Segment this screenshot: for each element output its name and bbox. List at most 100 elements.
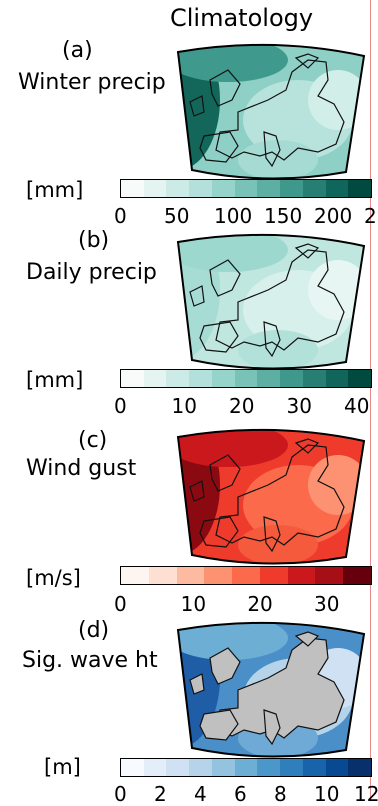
panel-b-title: Daily precip xyxy=(26,260,157,285)
colorbar-segment xyxy=(176,567,205,584)
colorbar-segment xyxy=(234,759,258,776)
coastline xyxy=(189,480,205,502)
colorbar-segment xyxy=(211,370,235,387)
map-frame xyxy=(176,621,366,758)
coastline xyxy=(189,285,205,307)
colorbar-segment xyxy=(280,180,303,197)
coastline xyxy=(199,516,239,548)
map-south-field xyxy=(238,525,318,564)
colorbar-segment xyxy=(189,370,212,387)
colorbar-segment xyxy=(315,567,344,584)
coastline xyxy=(215,59,345,161)
colorbar-segment xyxy=(259,567,288,584)
colorbar-tick-label: 12 xyxy=(354,782,378,806)
colorbar-tick-label: 30 xyxy=(314,592,340,616)
colorbar-tick-label: 20 xyxy=(229,394,255,418)
map-frame xyxy=(176,233,366,370)
colorbar-segment xyxy=(280,370,303,387)
coastline xyxy=(209,259,241,297)
coastline xyxy=(294,631,320,647)
colorbar-segment xyxy=(143,759,167,776)
coastline xyxy=(263,321,281,358)
coastline xyxy=(263,131,281,168)
coastline xyxy=(199,131,239,163)
coastline xyxy=(215,444,345,546)
map-field xyxy=(178,622,364,757)
colorbar-segment xyxy=(189,180,212,197)
colorbar-segment xyxy=(257,759,281,776)
colorbar-segment xyxy=(257,370,281,387)
colorbar-segment xyxy=(121,180,144,197)
colorbar-segment xyxy=(211,759,235,776)
colorbar-segment xyxy=(166,759,190,776)
colorbar-tick-label: 150 xyxy=(264,204,303,228)
coastline xyxy=(209,454,241,492)
colorbar-tick-label: 4 xyxy=(194,782,207,806)
colorbar-tick-label: 20 xyxy=(247,592,273,616)
panel-b-letter: (b) xyxy=(78,228,110,253)
colorbar-tick-label: 10 xyxy=(180,592,207,616)
coastline xyxy=(294,53,320,69)
panel-d-colorbar xyxy=(120,758,372,777)
coastline xyxy=(215,249,345,351)
panel-d-title: Sig. wave ht xyxy=(22,648,158,673)
colorbar-tick-label: 100 xyxy=(214,204,253,228)
colorbar-segment xyxy=(257,180,281,197)
colorbar-segment xyxy=(189,759,212,776)
colorbar-tick-label: 8 xyxy=(274,782,287,806)
coastline xyxy=(199,709,239,741)
map-east-field xyxy=(308,260,364,320)
panel-c-letter: (c) xyxy=(78,428,108,453)
colorbar-tick-label: 2 xyxy=(364,204,377,228)
panel-a-unit: [mm] xyxy=(26,178,84,202)
colorbar-segment xyxy=(143,180,167,197)
colorbar-segment xyxy=(280,759,303,776)
colorbar-tick-label: 30 xyxy=(286,394,312,418)
colorbar-segment xyxy=(325,370,349,387)
map-frame xyxy=(176,428,366,565)
colorbar-segment xyxy=(121,759,144,776)
panel-d-letter: (d) xyxy=(78,618,110,643)
colorbar-segment xyxy=(166,180,190,197)
colorbar-segment xyxy=(343,567,371,584)
map-east-field xyxy=(308,455,364,515)
panel-c-colorbar xyxy=(120,566,372,585)
colorbar-tick-label: 40 xyxy=(344,394,370,418)
colorbar-segment xyxy=(211,180,235,197)
coastline xyxy=(294,243,320,259)
panel-d-map xyxy=(176,621,366,758)
coastline xyxy=(189,95,205,117)
colorbar-segment xyxy=(166,370,190,387)
panel-b-map xyxy=(176,233,366,370)
map-east-field xyxy=(308,70,364,130)
colorbar-tick-label: 10 xyxy=(171,394,197,418)
colorbar-segment xyxy=(234,370,258,387)
panel-a-title: Winter precip xyxy=(18,70,166,95)
colorbar-tick-label: 0 xyxy=(114,592,127,616)
page-divider xyxy=(370,0,371,801)
coastline xyxy=(209,69,241,107)
colorbar-segment xyxy=(287,567,316,584)
colorbar-segment xyxy=(121,370,144,387)
colorbar-tick-label: 200 xyxy=(314,204,353,228)
panel-b-colorbar xyxy=(120,369,372,388)
panel-a-map xyxy=(176,43,366,180)
map-south-field xyxy=(238,330,318,369)
colorbar-tick-label: 10 xyxy=(314,782,340,806)
colorbar-segment xyxy=(143,370,167,387)
colorbar-segment xyxy=(325,180,349,197)
panel-a-letter: (a) xyxy=(62,38,93,63)
map-south-field xyxy=(238,140,318,179)
coastline xyxy=(294,438,320,454)
coastline xyxy=(209,647,241,685)
colorbar-segment xyxy=(121,567,149,584)
colorbar-segment xyxy=(325,759,349,776)
panel-c-map xyxy=(176,428,366,565)
panel-c-title: Wind gust xyxy=(26,456,137,481)
panel-c-unit: [m/s] xyxy=(26,566,81,590)
colorbar-tick-label: 0 xyxy=(114,394,127,418)
colorbar-segment xyxy=(234,180,258,197)
coastline xyxy=(263,709,281,746)
colorbar-segment xyxy=(348,759,371,776)
colorbar-tick-label: 50 xyxy=(164,204,190,228)
